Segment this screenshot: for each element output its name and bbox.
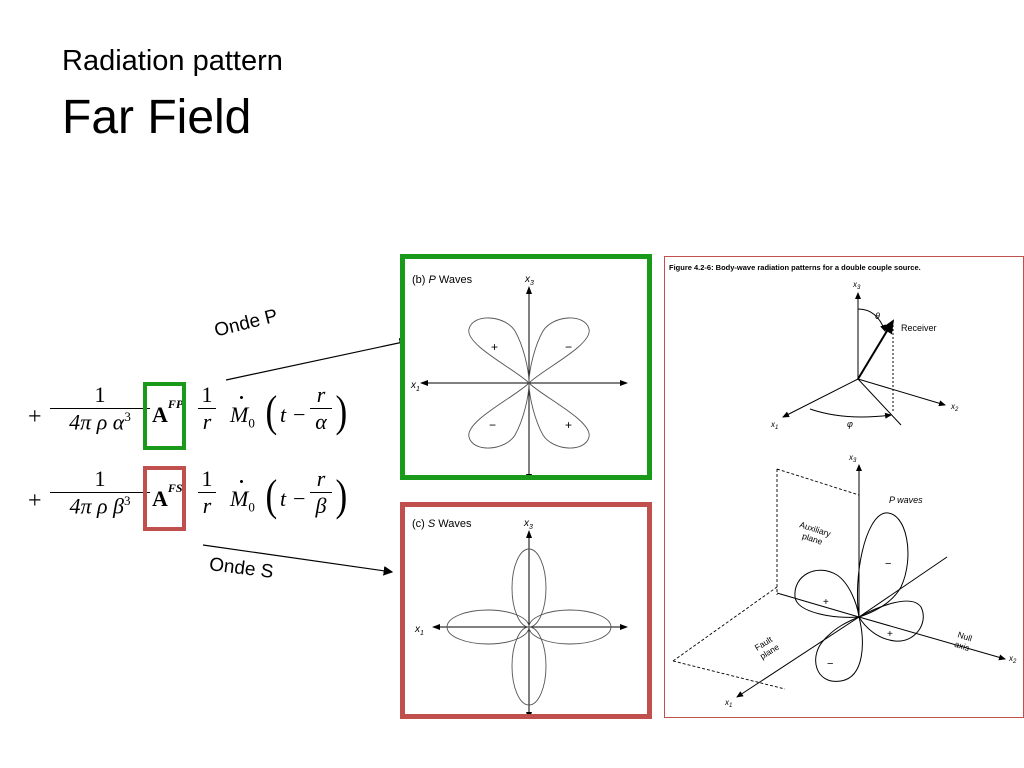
sign-lower-lobe: − xyxy=(827,658,833,670)
auxiliary-plane-label: Auxiliaryplane xyxy=(795,519,832,548)
sign-lower-right: + xyxy=(565,418,572,432)
sign-right-lobe: + xyxy=(887,629,893,640)
coefficient-numerator: 1 xyxy=(94,466,106,491)
x2-label-3d: x2 xyxy=(1008,654,1017,665)
subtitle: Radiation pattern xyxy=(62,45,283,77)
panel-title: (c) S Waves xyxy=(412,518,472,530)
fault-plane xyxy=(672,586,786,690)
coefficient-exponent: 3 xyxy=(124,493,131,508)
fault-plane-label: Faultplane xyxy=(753,633,781,661)
time-argument: t − xyxy=(280,486,307,511)
plus-sign: + xyxy=(28,488,42,514)
lobe-upper xyxy=(856,512,909,618)
p-waves-diagram: (b) P Waves x1 x3 + − − + xyxy=(410,274,628,475)
coefficient-denominator: 4π ρ β xyxy=(69,493,125,519)
lobe-lower-left xyxy=(468,381,530,449)
x3-label-top: x3 xyxy=(852,280,861,291)
s-waves-diagram: (c) S Waves x1 x3 xyxy=(412,518,628,714)
x3-label: x3 xyxy=(524,274,534,287)
axis-back xyxy=(776,592,860,618)
amplitude-superscript: FS xyxy=(167,480,183,495)
fs-highlight-box xyxy=(143,466,186,531)
moment-dot xyxy=(240,396,243,399)
null-axis xyxy=(858,556,948,618)
x1-label: x1 xyxy=(410,380,420,393)
x1-label-top: x1 xyxy=(770,420,778,431)
double-couple-figure: Figure 4.2-6: Body-wave radiation patter… xyxy=(664,256,1024,718)
retardation-fraction: r α xyxy=(310,382,332,435)
panel-title: (b) P Waves xyxy=(412,274,473,286)
onde-p-label: Onde P xyxy=(212,305,280,342)
paren-right: ) xyxy=(335,387,348,436)
x1-axis-3d xyxy=(736,616,860,698)
time-argument: t − xyxy=(280,402,307,427)
s-wave-equation: + 1 4π ρ β3 AFS 1 r M0 ( t − r β ) xyxy=(28,466,358,532)
radiation-pattern-3d: x3 θ Receiver x2 x1 φ P waves − + + − Au… xyxy=(672,280,1017,709)
amplitude-superscript: FP xyxy=(167,396,184,411)
p-waves-panel: (b) P Waves x1 x3 + − − + xyxy=(400,254,652,480)
figure-caption: Figure 4.2-6: Body-wave radiation patter… xyxy=(669,263,921,272)
moment-rate: M0 xyxy=(230,402,255,431)
x2-axis-3d xyxy=(858,616,1006,661)
p-wave-equation: + 1 4π ρ α3 AFP 1 r M0 ( t − r α ) xyxy=(28,382,358,448)
sign-left-lobe: + xyxy=(823,597,829,608)
inverse-r-fraction: 1 r xyxy=(198,382,216,435)
moment-dot xyxy=(240,480,243,483)
onde-s-label: Onde S xyxy=(208,554,275,583)
lobe-upper-left xyxy=(468,317,530,385)
x3-label: x3 xyxy=(523,518,533,531)
phi-label: φ xyxy=(847,419,853,429)
retardation-fraction: r β xyxy=(310,466,332,519)
lobe-right xyxy=(858,600,924,642)
coefficient-denominator: 4π ρ α xyxy=(69,409,125,435)
amplitude-fs: AFS xyxy=(152,480,183,511)
lobe-upper-right xyxy=(528,317,590,385)
amplitude-fp: AFP xyxy=(152,396,184,427)
x1-label-3d: x1 xyxy=(724,698,732,709)
sign-lower-left: − xyxy=(489,418,496,432)
sign-upper-right: − xyxy=(565,340,572,354)
paren-left: ( xyxy=(265,387,278,436)
null-axis-label: Nullaxis xyxy=(953,629,974,653)
coefficient-numerator: 1 xyxy=(94,382,106,407)
paren-right: ) xyxy=(335,471,348,520)
paren-left: ( xyxy=(265,471,278,520)
coefficient-exponent: 3 xyxy=(124,409,131,424)
sign-upper-lobe: − xyxy=(885,558,891,570)
x1-label: x1 xyxy=(414,624,424,637)
lobe-right xyxy=(528,609,612,645)
inverse-r-fraction: 1 r xyxy=(198,466,216,519)
lobe-left xyxy=(794,569,860,618)
plus-sign: + xyxy=(28,404,42,430)
receiver-label: Receiver xyxy=(901,323,937,333)
moment-rate: M0 xyxy=(230,486,255,515)
lobe-lower-right xyxy=(528,381,590,449)
p-waves-3d-label: P waves xyxy=(889,495,923,505)
fp-highlight-box xyxy=(143,382,186,450)
arrow-to-p-panel xyxy=(225,338,410,381)
coefficient-fraction: 1 4π ρ α3 xyxy=(50,382,150,435)
coefficient-fraction: 1 4π ρ β3 xyxy=(50,466,150,519)
coordinate-system xyxy=(782,292,946,426)
page-title: Far Field xyxy=(62,91,252,144)
lobe-lower xyxy=(815,616,863,682)
x2-label-top: x2 xyxy=(950,402,959,413)
x3-label-3d: x3 xyxy=(848,453,857,464)
theta-label: θ xyxy=(875,311,880,321)
sign-upper-left: + xyxy=(491,340,498,354)
s-waves-panel: (c) S Waves x1 x3 xyxy=(400,502,652,719)
